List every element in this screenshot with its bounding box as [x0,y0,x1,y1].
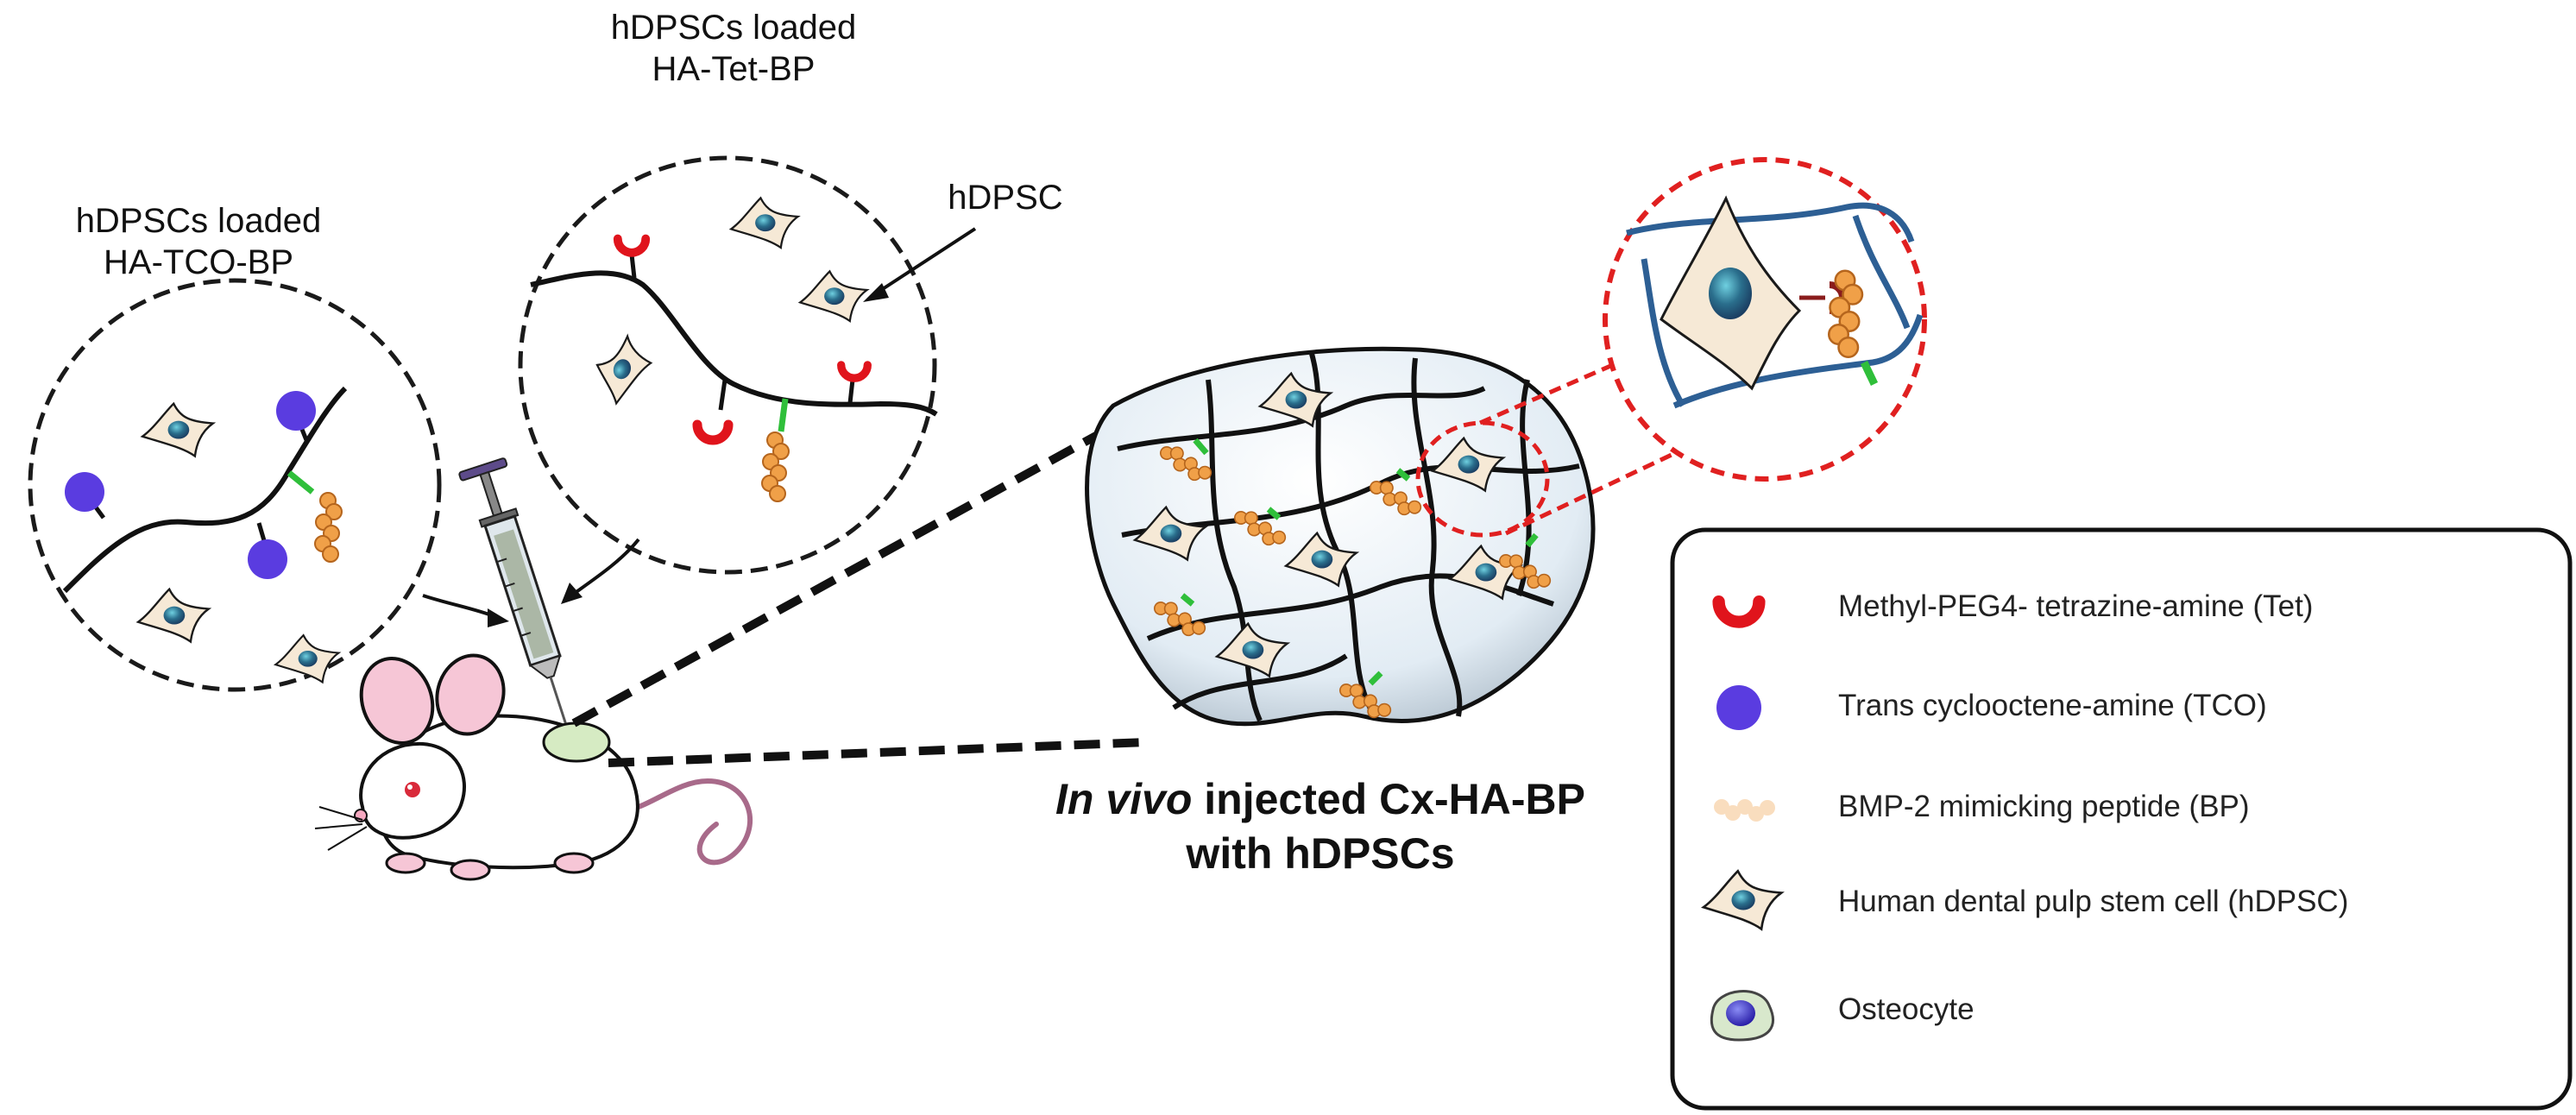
legend-label-tco: Trans cyclooctene-amine (TCO) [1838,689,2267,722]
tco-icon [276,391,316,431]
caption-line1-rest: injected Cx-HA-BP [1192,775,1585,823]
tco-icon [1716,685,1761,730]
tet-circle [518,155,938,575]
hdpsc-pointer-arrow [863,227,977,302]
osteocyte-icon [1710,990,1774,1042]
tco-ha-backbone [62,386,348,594]
caption-line2: with hDPSCs [1186,828,1455,878]
tco-circle-title-line2: HA-TCO-BP [104,243,293,281]
mouse-icon [314,653,753,881]
peptide-icon [1714,799,1775,822]
zoom-region-outline [1415,420,1550,538]
tet-circle-title-line1: hDPSCs loaded [610,9,857,47]
legend-label-stem-cell: Human dental pulp stem cell (hDPSC) [1838,885,2349,918]
hydrogel-network [1085,346,1596,727]
tet-circle-title: hDPSCs loaded HA-Tet-BP [552,7,915,90]
hydrogel-caption: In vivo injected Cx-HA-BP with hDPSCs [932,772,1709,880]
caption-line1: In vivo injected Cx-HA-BP [932,772,1709,827]
tco-circle-title: hDPSCs loaded HA-TCO-BP [17,200,380,283]
circle-to-syringe-arrows [422,538,640,627]
zoom-circle [1603,157,1927,482]
tet-circle-title-line2: HA-Tet-BP [652,50,816,88]
tco-circle [28,278,442,692]
legend-label-osteocyte: Osteocyte [1838,992,1975,1026]
caption-italic: In vivo [1055,775,1193,823]
tco-circle-title-line1: hDPSCs loaded [75,202,322,240]
legend-label-peptide: BMP-2 mimicking peptide (BP) [1838,790,2250,823]
syringe-icon [458,457,567,724]
hdpsc-pointer-label: hDPSC [948,179,1063,217]
mouse-zoom-lines [571,432,1149,767]
tco-icon [248,539,287,579]
injection-site [542,721,611,763]
tet-ha-backbone [530,270,938,417]
tco-icon [65,472,104,512]
legend-label-tet: Methyl-PEG4- tetrazine-amine (Tet) [1838,589,2314,623]
legend [1670,527,2573,1111]
